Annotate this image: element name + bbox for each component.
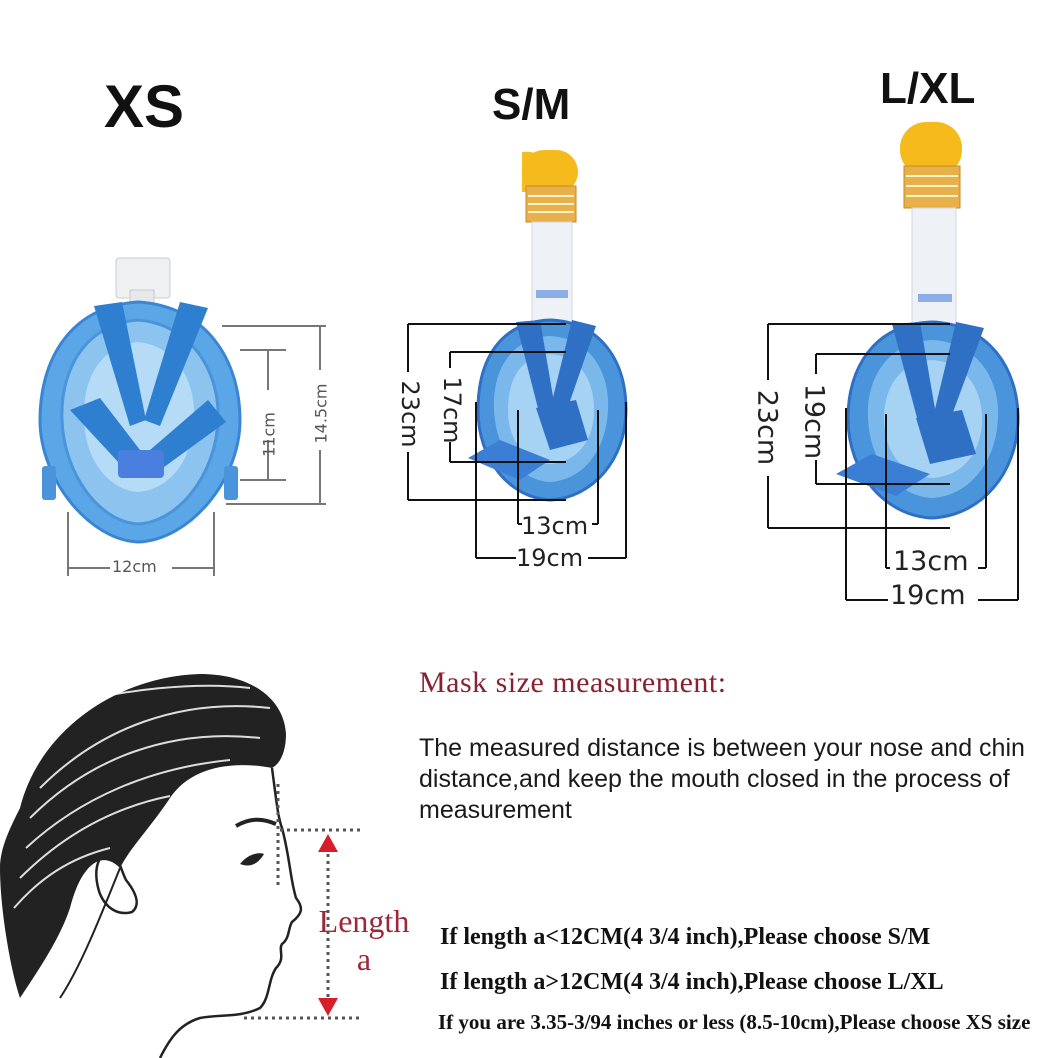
size-title-sm: S/M [492,80,571,129]
rule-lxl: If length a>12CM(4 3/4 inch),Please choo… [440,969,944,995]
arrow-down-icon [318,998,338,1016]
xs-outer-height-label: 14.5cm [311,383,331,444]
length-a-label: Length a [302,902,426,978]
head-profile-illustration [0,674,360,1058]
arrow-up-icon [318,834,338,852]
sm-outer-width-label: 19cm [516,544,584,572]
snorkel-tube [911,207,957,327]
measurement-description: The measured distance is between your no… [419,734,1025,824]
face-outline [158,767,303,1058]
rule-xs: If you are 3.35-3/94 inches or less (8.5… [438,1010,1031,1034]
eye [240,853,264,866]
xs-mask-illustration [38,257,328,578]
lxl-inner-height-label: 19cm [798,383,830,460]
size-title-xs: XS [104,73,185,140]
length-label-line2: a [356,941,372,977]
snorkel-cap [900,122,962,176]
snorkel-tube [531,221,573,323]
xs-inner-height-label: 11cm [259,412,279,457]
sm-outer-height-label: 23cm [396,380,424,448]
lxl-outer-height-label: 23cm [751,389,783,466]
sm-inner-width-label: 13cm [521,512,589,540]
lxl-mask-illustration [760,122,1020,614]
lxl-outer-width-label: 19cm [890,580,966,611]
xs-width-label: 12cm [112,557,157,576]
rule-sm: If length a<12CM(4 3/4 inch),Please choo… [440,924,931,950]
lxl-inner-width-label: 13cm [893,546,969,577]
sm-inner-height-label: 17cm [438,376,466,444]
snorkel-cap [522,150,578,194]
ear [95,852,138,915]
hair [0,674,286,998]
sm-mask-illustration [400,150,628,570]
measurement-heading: Mask size measurement: [419,666,727,699]
size-title-lxl: L/XL [880,64,976,113]
length-label-line1: Length [318,903,410,939]
